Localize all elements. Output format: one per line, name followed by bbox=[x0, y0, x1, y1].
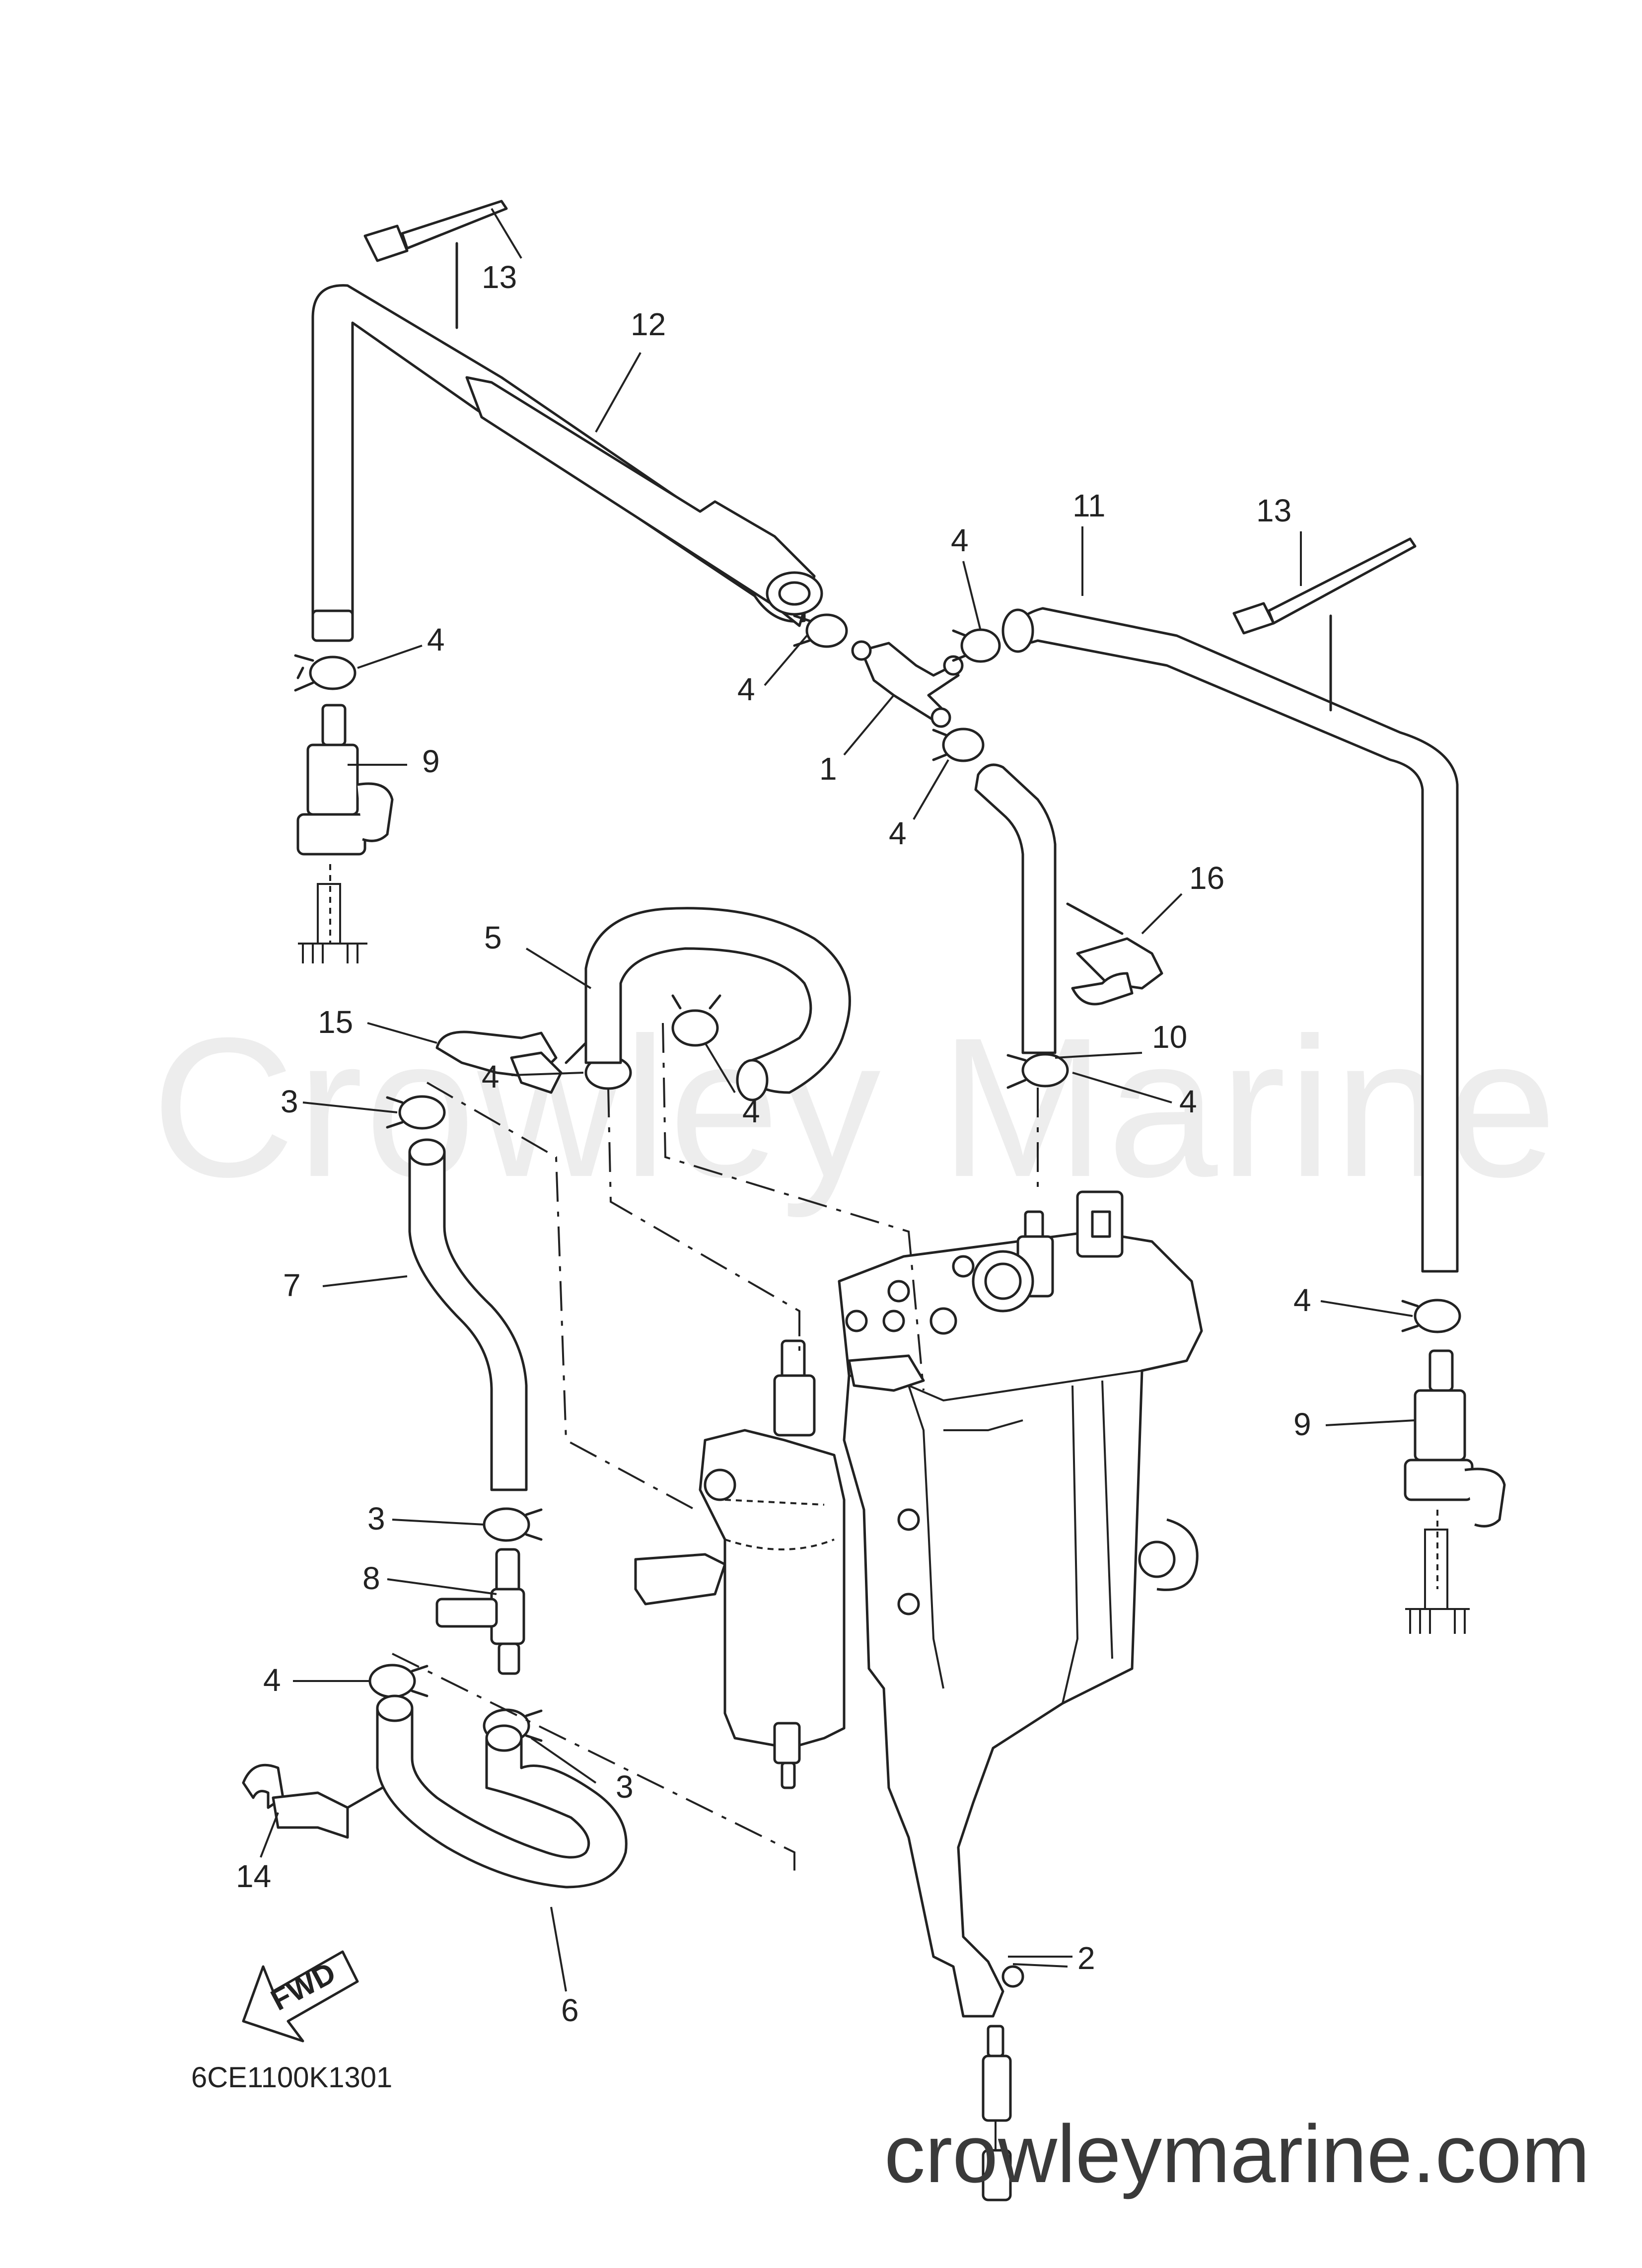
callout-2: 2 bbox=[1077, 1940, 1095, 1976]
callout-4-center: 4 bbox=[482, 1059, 500, 1095]
callout-15: 15 bbox=[318, 1004, 353, 1040]
fwd-arrow-icon: FWD bbox=[242, 1950, 359, 2043]
hose-7 bbox=[408, 1138, 528, 1491]
callout-9-right: 9 bbox=[1293, 1406, 1311, 1442]
clamp-3-a bbox=[386, 1095, 446, 1130]
callout-9-left: 9 bbox=[422, 743, 440, 779]
joint-8 bbox=[435, 1548, 525, 1675]
callout-10: 10 bbox=[1152, 1019, 1187, 1055]
leader-lines bbox=[260, 208, 1416, 1992]
callout-3-mid: 3 bbox=[367, 1501, 385, 1536]
callout-4-hose5: 4 bbox=[742, 1094, 760, 1129]
clamp-4-h bbox=[1401, 1299, 1461, 1333]
clamp-4-i bbox=[368, 1664, 428, 1698]
watermark: Crowley Marine bbox=[151, 996, 1559, 1218]
hose-6 bbox=[376, 1694, 628, 1889]
website-label: crowleymarine.com bbox=[884, 2108, 1590, 2199]
callout-4-top: 4 bbox=[951, 522, 969, 558]
filter-cup bbox=[634, 1339, 846, 1789]
callout-16: 16 bbox=[1189, 860, 1224, 896]
hose-10 bbox=[974, 763, 1057, 1054]
callout-6: 6 bbox=[561, 1992, 579, 2028]
hose-5 bbox=[584, 907, 851, 1101]
callout-8: 8 bbox=[362, 1560, 380, 1596]
hose-holder-16 bbox=[1066, 902, 1163, 1006]
fuel-filter-9-right bbox=[1404, 1349, 1506, 1634]
t-joint-1 bbox=[851, 640, 964, 728]
clamp-4-a bbox=[294, 654, 357, 692]
callout-4-far-right: 4 bbox=[1293, 1282, 1311, 1318]
callout-13-left: 13 bbox=[482, 259, 517, 295]
callout-14: 14 bbox=[236, 1858, 271, 1894]
hose-11 bbox=[1001, 607, 1459, 1273]
clamp-4-c bbox=[952, 628, 1001, 663]
callout-4-left: 4 bbox=[427, 622, 445, 658]
reference-lines bbox=[392, 1023, 1039, 1877]
hose-2 bbox=[982, 2025, 1012, 2201]
fuel-pump-assembly bbox=[838, 1190, 1203, 2018]
callout-3-top: 3 bbox=[281, 1084, 298, 1119]
callout-4-mid: 4 bbox=[737, 671, 755, 707]
diagram-code: 6CE1100K1301 bbox=[191, 2061, 393, 2094]
callout-4-right: 4 bbox=[1179, 1084, 1197, 1119]
callout-4-bottom: 4 bbox=[263, 1662, 281, 1698]
callout-7: 7 bbox=[283, 1267, 301, 1303]
callout-5: 5 bbox=[484, 920, 502, 955]
callout-11: 11 bbox=[1072, 488, 1105, 523]
clamp-4-e bbox=[671, 994, 721, 1047]
callout-4-lower: 4 bbox=[889, 815, 907, 851]
hose-holder-14 bbox=[242, 1763, 384, 1839]
hose-holder-15 bbox=[435, 1030, 587, 1094]
cable-tie-13-right bbox=[1232, 537, 1417, 712]
clamp-4-b bbox=[793, 613, 848, 648]
clamp-4-g bbox=[1006, 1053, 1069, 1089]
callout-1: 1 bbox=[819, 751, 837, 787]
callout-13-right: 13 bbox=[1256, 493, 1291, 528]
cable-tie-13-left bbox=[363, 200, 508, 329]
hose-12 bbox=[311, 284, 823, 642]
callout-labels: 13 12 11 13 4 4 4 1 4 9 16 5 15 10 4 4 3… bbox=[236, 259, 1311, 2028]
clamp-4-d bbox=[932, 728, 985, 762]
callout-12: 12 bbox=[631, 306, 666, 342]
fuel-filter-9-left bbox=[296, 704, 394, 963]
clamp-3-b bbox=[483, 1507, 543, 1542]
callout-3-bottom: 3 bbox=[616, 1769, 634, 1805]
